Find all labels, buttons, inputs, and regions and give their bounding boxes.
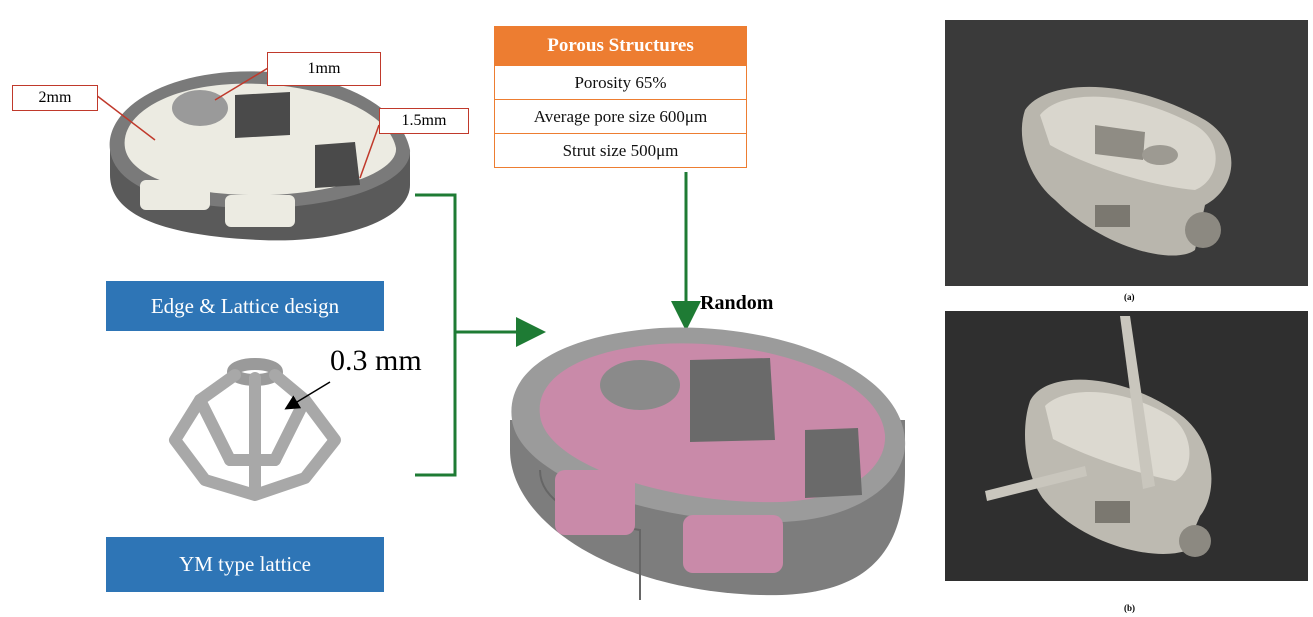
lattice-dimension: 0.3 mm (330, 344, 422, 377)
porous-title: Porous Structures (495, 27, 746, 65)
edge-lattice-label: Edge & Lattice design (106, 281, 384, 331)
porous-row-porosity: Porosity 65% (495, 65, 746, 99)
leader-1mm (214, 67, 269, 101)
implant-photo-a (945, 20, 1308, 286)
ym-lattice-cell (169, 358, 341, 501)
photo-a (945, 20, 1308, 286)
bracket-connector (415, 193, 457, 477)
leader-1.5mm (359, 124, 380, 179)
leader-2mm (95, 94, 156, 141)
lattice-arrow (284, 381, 331, 410)
dimension-2mm: 2mm (12, 85, 98, 111)
photo-b (945, 311, 1308, 581)
caption-b: (b) (1124, 603, 1135, 613)
caption-a: (a) (1124, 292, 1135, 302)
porous-structures-table: Porous Structures Porosity 65% Average p… (494, 26, 747, 168)
porous-row-strut-size: Strut size 500μm (495, 133, 746, 167)
random-label: Random (700, 292, 774, 314)
implant-photo-b (945, 311, 1308, 581)
cage-model-random (510, 327, 906, 600)
cage-model-edge (109, 71, 411, 241)
dimension-1.5mm: 1.5mm (379, 108, 469, 134)
dimension-1mm: 1mm (267, 52, 381, 86)
porous-row-pore-size: Average pore size 600μm (495, 99, 746, 133)
ym-lattice-label: YM type lattice (106, 537, 384, 592)
